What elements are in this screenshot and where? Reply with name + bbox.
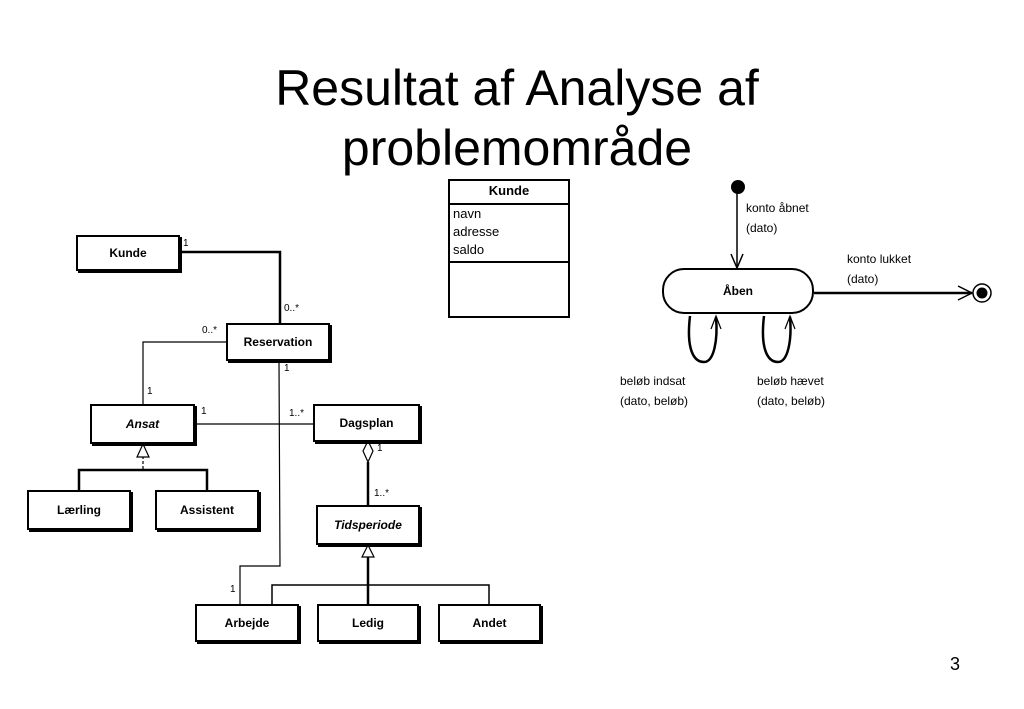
deposit-params: (dato, beløb) [620,394,689,408]
mult-reservation-kunde-side: 0..* [284,303,300,314]
state-aaben-label: Åben [723,284,753,298]
class-dagsplan-label: Dagsplan [339,416,394,430]
class-kunde: Kunde [76,235,180,271]
gen-tidsperiode-branches [271,584,490,604]
class-assistent-label: Assistent [179,503,235,517]
assoc-ansat-reservation [142,341,226,404]
mult-reservation-ansat-side: 0..* [202,325,218,336]
class-ansat: Ansat [90,404,195,444]
state-aaben: Åben [662,268,814,314]
transition-deposit-label: beløb indsat (dato, beløb) [620,371,688,411]
class-ledig-label: Ledig [352,616,384,630]
class-tidsperiode-label: Tidsperiode [334,518,402,532]
class-andet: Andet [438,604,541,642]
gen-triangle-tidsperiode [361,543,375,558]
mult-reservation-arbejde-side: 1 [284,363,290,374]
close-params: (dato) [847,272,879,286]
gen-ansat-branches [77,468,209,490]
withdraw-params: (dato, beløb) [757,394,826,408]
mult-arbejde-side: 1 [230,584,236,595]
slide-title-line2: problemområde [341,120,693,176]
class-reservation-label: Reservation [243,335,313,349]
mult-kunde-side: 1 [183,238,189,249]
deposit-event: beløb indsat [620,374,686,388]
mult-ansat-dagsplan-side: 1 [201,406,207,417]
kunde-attribute: saldo [453,242,485,257]
class-reservation: Reservation [226,323,330,361]
slide-title-line1: Resultat af Analyse af [275,60,759,116]
transition-deposit-loop [687,315,718,364]
gen-triangle-ansat [136,442,150,458]
open-event: konto åbnet [746,201,809,215]
slide-title: Resultat af Analyse af problemområde [200,58,834,178]
class-laerling: Lærling [27,490,131,530]
kunde-attribute: navn [453,206,482,221]
class-ansat-label: Ansat [125,417,160,431]
close-event: konto lukket [847,252,912,266]
class-tidsperiode: Tidsperiode [316,505,420,545]
open-params: (dato) [746,221,778,235]
class-kunde-label: Kunde [109,246,147,260]
arrow-close-head [957,285,974,301]
transition-close-label: konto lukket (dato) [847,249,911,289]
kunde-class-detail: Kunde navn adresse saldo [448,179,570,318]
arrow-withdraw-head [784,314,796,330]
withdraw-event: beløb hævet [757,374,824,388]
class-dagsplan: Dagsplan [313,404,420,442]
assoc-reservation-arbejde [239,361,281,604]
mult-ansat-reservation-side: 1 [147,386,153,397]
kunde-class-name: Kunde [450,181,568,205]
mult-tidsperiode-side: 1..* [374,488,390,499]
transition-open-label: konto åbnet (dato) [746,198,809,238]
class-arbejde: Arbejde [195,604,299,642]
arrow-deposit-head [710,314,722,330]
kunde-attribute: adresse [453,224,500,239]
transition-withdraw-label: beløb hævet (dato, beløb) [757,371,825,411]
class-andet-label: Andet [472,616,507,630]
assoc-kunde-reservation [180,250,282,323]
kunde-class-attributes: navn adresse saldo [450,205,568,263]
class-assistent: Assistent [155,490,259,530]
mult-dagsplan-ansat-side: 1..* [289,408,305,419]
page-number: 3 [950,654,961,674]
mult-dagsplan-tidsperiode-side: 1 [377,443,383,454]
aggregation-diamond [362,439,374,464]
initial-state-icon [731,180,745,194]
transition-withdraw-loop [761,315,792,364]
class-ledig: Ledig [317,604,419,642]
class-laerling-label: Lærling [57,503,101,517]
class-arbejde-label: Arbejde [224,616,270,630]
final-state-inner-icon [976,287,988,299]
